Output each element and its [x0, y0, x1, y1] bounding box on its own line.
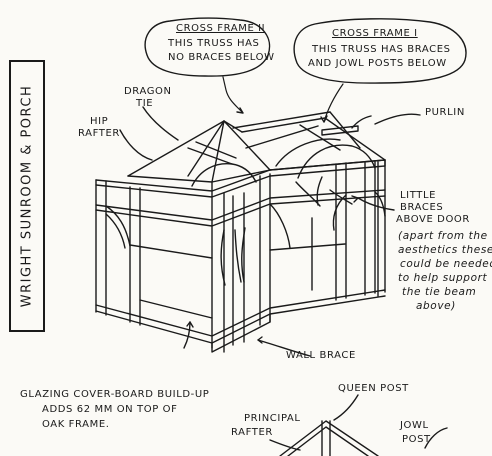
wall-brace-right	[241, 227, 246, 283]
cross-frame-2-line2: NO BRACES BELOW	[168, 52, 275, 63]
cross-frame-1-line1: THIS TRUSS HAS BRACES	[312, 44, 451, 55]
little-braces-label-3: ABOVE DOOR	[396, 214, 470, 225]
note-line-6: above)	[416, 300, 456, 312]
note-line-3: could be needed	[400, 258, 492, 270]
dragon-tie-label-2: TIE	[136, 98, 154, 109]
little-braces-label-1: LITTLE	[400, 190, 437, 201]
truss-detail	[279, 420, 379, 456]
note-line-4: to help support	[398, 272, 488, 284]
principal-rafter-label-1: PRINCIPAL	[244, 413, 301, 424]
truss-arch-1	[191, 163, 257, 187]
cross-frame-1-bubble	[293, 18, 467, 84]
post-front-corner	[211, 190, 225, 353]
cross-frame-1-line2: AND JOWL POSTS BELOW	[308, 58, 447, 69]
principal-rafter-label-2: RAFTER	[231, 427, 273, 438]
little-braces-label-2: BRACES	[400, 202, 444, 213]
glazing-note-line-3: OAK FRAME.	[42, 419, 110, 430]
glazing-note-line-1: GLAZING COVER-BOARD BUILD-UP	[20, 389, 210, 400]
dragon-tie-label-1: DRAGON	[124, 86, 172, 97]
hip-rafter-left	[127, 120, 243, 177]
glazing-note-line-2: ADDS 62 mm ON TOP OF	[42, 404, 178, 415]
note-line-2: aesthetics these	[398, 244, 492, 256]
purlin-beam	[321, 125, 359, 136]
jowl-post-label-1: JOWL	[400, 420, 429, 431]
note-line-1: (apart from the	[398, 230, 488, 242]
sill-beam	[95, 289, 386, 337]
jowl-post-label-2: POST	[402, 434, 431, 445]
title-box: WRIGHT SUNROOM & PORCH	[9, 60, 45, 332]
wall-brace-label: WALL BRACE	[286, 350, 356, 361]
ridge-beam	[241, 117, 386, 161]
wall-brace-left	[105, 205, 131, 247]
post-front-left	[95, 179, 107, 316]
note-line-5: the tie beam	[402, 286, 477, 298]
cross-frame-2-line1: THIS TRUSS HAS	[168, 38, 260, 49]
cross-frame-2-bubble	[144, 17, 271, 77]
purlin-label: PURLIN	[425, 107, 465, 118]
hip-rafter-label-2: RAFTER	[78, 128, 120, 139]
dragon-tie	[187, 141, 237, 165]
cross-frame-2-heading: CROSS FRAME II	[176, 23, 266, 34]
hip-rafter-label-1: HIP	[90, 116, 109, 127]
cross-frame-1-heading: CROSS FRAME I	[332, 28, 418, 39]
queen-post-label: QUEEN POST	[338, 383, 409, 394]
